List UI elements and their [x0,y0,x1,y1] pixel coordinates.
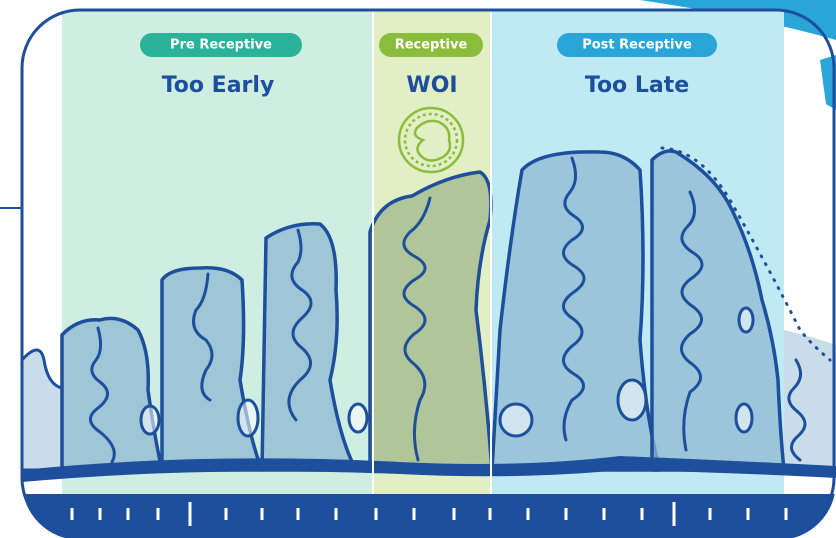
phase-title: Too Late [585,73,689,98]
badge-label: Receptive [395,38,468,53]
tissue-edge-left [22,350,62,470]
phase-title: Too Early [162,73,275,98]
villus-4 [370,172,492,470]
badge-label: Post Receptive [582,38,692,53]
badge-label: Pre Receptive [170,38,272,53]
phase-title: WOI [406,73,457,98]
